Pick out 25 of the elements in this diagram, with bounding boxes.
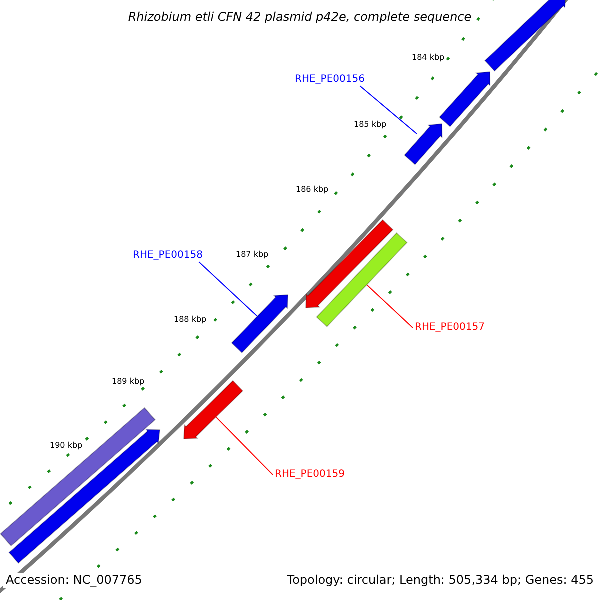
gene-feature-block — [404, 123, 443, 166]
title: Rhizobium etli CFN 42 plasmid p42e, complete sequence — [127, 10, 473, 25]
scale-label: 188 kbp — [174, 314, 207, 326]
scale-label: 189 kbp — [112, 376, 145, 388]
gene-feature-block — [305, 219, 394, 309]
gene-feature-block — [484, 0, 567, 72]
scale-label: 187 kbp — [236, 249, 269, 261]
leader-line — [198, 262, 258, 316]
gene-feature-block — [439, 71, 491, 128]
gene-feature-block — [231, 294, 289, 354]
scale-label: 185 kbp — [354, 119, 387, 131]
gene-feature-bar — [0, 407, 156, 547]
leader-line — [366, 284, 414, 328]
leader-line — [216, 416, 274, 476]
gene-label: RHE_PE00157 — [415, 322, 485, 334]
leader-line — [360, 86, 418, 134]
gene-label: RHE_PE00158 — [133, 250, 203, 262]
gene-label: RHE_PE00159 — [275, 469, 345, 481]
scale-label: 186 kbp — [296, 184, 329, 196]
gene-feature-block — [183, 380, 244, 440]
gene-feature-bar — [316, 232, 408, 328]
gene-feature-block — [8, 429, 161, 564]
scale-label: 184 kbp — [412, 52, 445, 64]
scale-label: 190 kbp — [50, 440, 83, 452]
gene-label: RHE_PE00156 — [295, 74, 365, 86]
